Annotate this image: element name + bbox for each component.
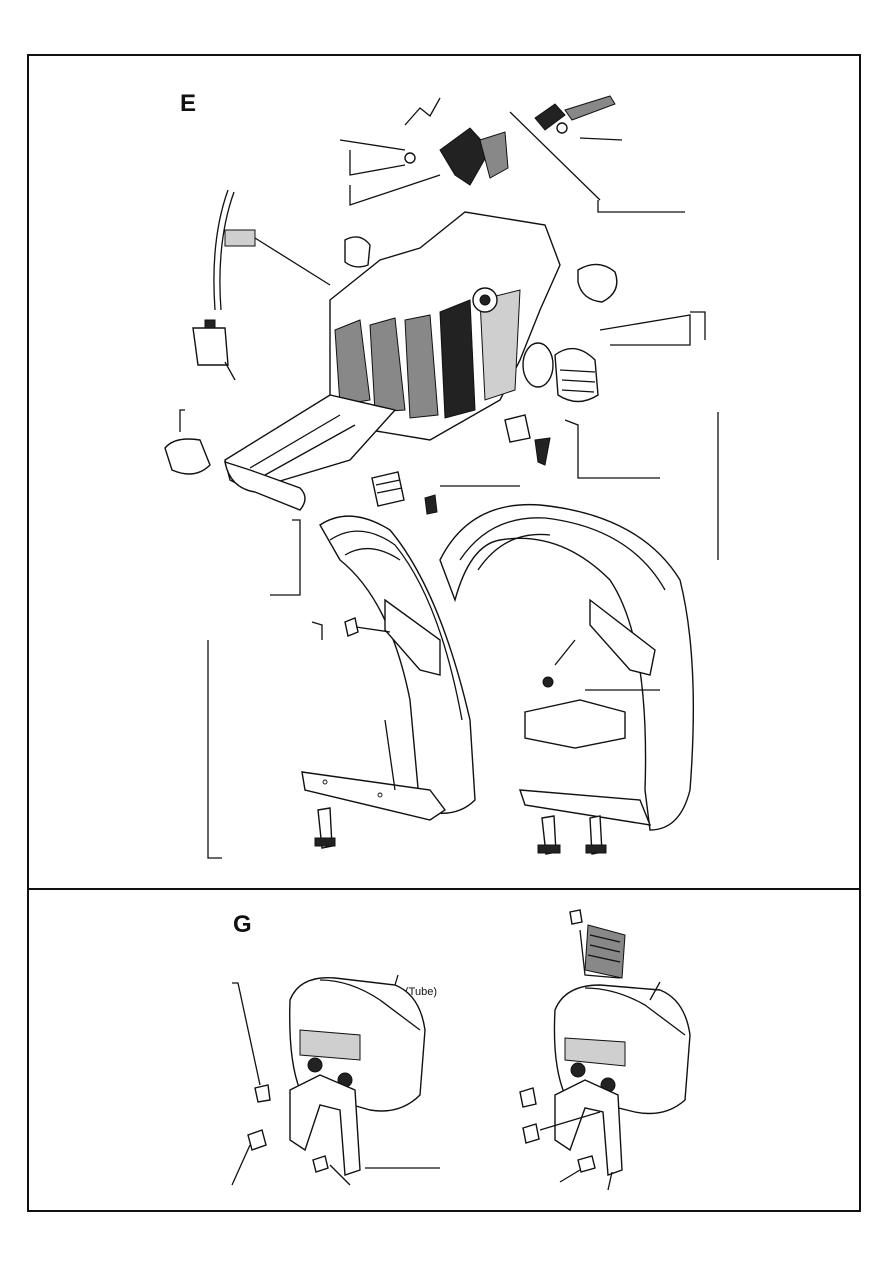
- av-buffer-right: [504, 412, 719, 560]
- av-buffer-left: [164, 409, 211, 475]
- rear-handle-bar: [439, 503, 695, 831]
- muffler-right: [519, 981, 691, 1191]
- choke-lever-group: [509, 95, 685, 213]
- page-frame: [27, 54, 861, 1212]
- fuel-cap-group: [522, 263, 706, 403]
- crankcase-housing: [224, 211, 561, 511]
- section-label-e: E: [180, 90, 197, 117]
- section-label-g: G: [233, 911, 252, 938]
- throttle-trigger-group: [339, 97, 509, 206]
- front-handle-bar: [301, 515, 476, 821]
- av-spring-center: [270, 471, 520, 596]
- section-divider: [27, 888, 861, 890]
- spark-arrestor-screen: [569, 909, 626, 979]
- muffler-left: [231, 974, 440, 1186]
- handle-screws: [207, 617, 607, 859]
- fuel-hose-group: [192, 189, 331, 381]
- tube-label: (Tube): [405, 986, 437, 998]
